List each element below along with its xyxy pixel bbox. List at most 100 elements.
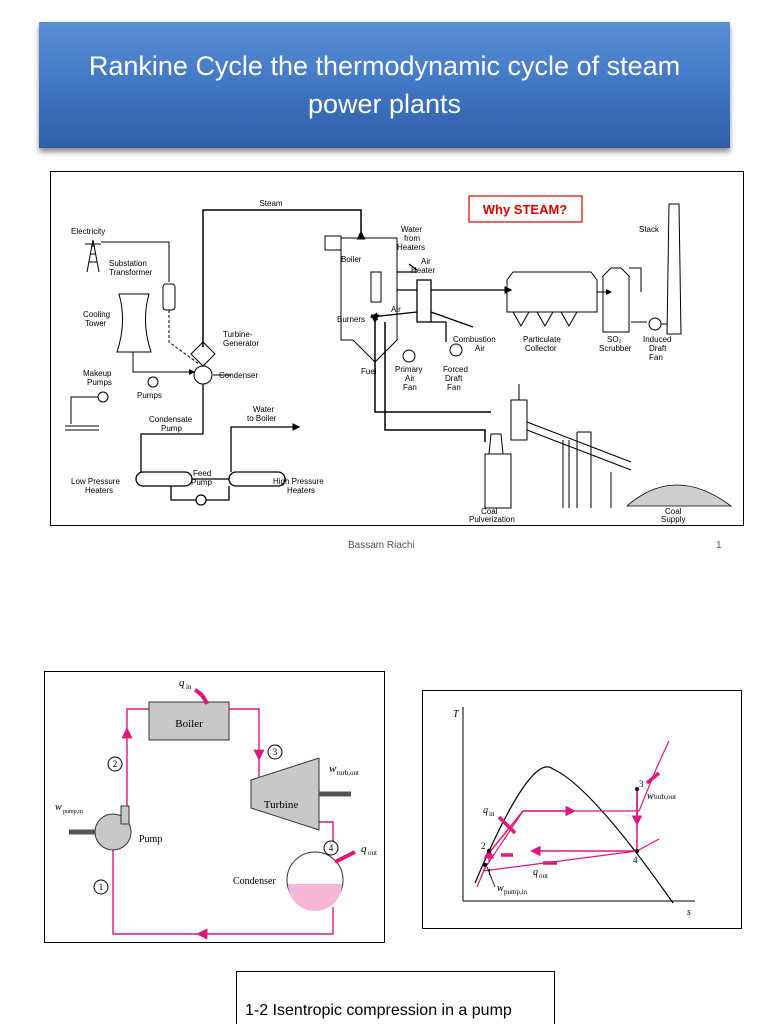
ts-w-pump-sub: pump,in [504,888,528,896]
heat-work-arrows [497,771,661,865]
so2-scrubber-icon [602,267,662,333]
q-out-label: q [361,843,367,855]
condenser-label: Condenser [219,371,258,380]
so2-label-2: Scrubber [599,344,632,353]
forced-draft-label-1: Forced [443,365,468,374]
condensate-pump-label-2: Pump [161,424,182,433]
water-from-heaters-label-3: Heaters [397,243,425,252]
condensate-pump-label-1: Condensate [149,415,193,424]
why-steam-callout: Why STEAM? [468,195,583,223]
turbine-generator-label-2: Generator [223,339,259,348]
rankine-cycle-svg: Boiler q in Turbine w turb,out Pump w pu… [55,677,377,940]
q-in-sub: in [186,683,192,691]
primary-air-fan-label-3: Fan [403,383,417,392]
state-2-label: 2 [113,759,118,769]
cycle-paths [483,791,643,861]
coal-supply-label-1: Coal [665,507,682,516]
combustion-air-label-2: Air [475,344,485,353]
feed-pump-label-2: Pump [191,478,212,487]
high-pressure-label-2: Heaters [287,486,315,495]
particulate-collector-icon [506,271,612,328]
electricity-label: Electricity [71,227,105,236]
steam-label: Steam [259,199,282,208]
high-pressure-label-1: High Pressure [273,477,324,486]
state-1-label: 1 [99,882,104,892]
state-4-label: 4 [329,843,334,853]
q-in-label: q [179,677,185,689]
water-from-heaters-label-2: from [404,234,420,243]
process-item-1-2: 1-2 Isentropic compression in a pump [245,1002,512,1019]
boiler-label: Boiler [341,255,362,264]
primary-air-fan-label-2: Air [405,374,415,383]
t-s-diagram: T s [422,690,742,929]
water-to-boiler-label-1: Water [253,405,274,414]
coal-pulverization-label-2: Pulverization [469,515,515,524]
air-heater-label-1: Air [421,257,431,266]
air-heater-icon [369,263,513,342]
so2-label-1: SO₂ [607,335,622,344]
turbine-generator-icon [132,341,231,385]
q-out-sub: out [368,849,377,857]
substation-label-2: Transformer [109,268,153,277]
process-list-box: 1-2 Isentropic compression in a pump [236,971,555,1024]
cooling-tower-icon [116,293,152,353]
coal-pile-icon [625,484,733,507]
coal-supply-label-2: Supply [661,515,685,524]
air-heater-label-2: Heater [411,266,435,275]
ts-state-labels: 1 2 3 4 [481,779,644,877]
particulate-label-1: Particulate [523,335,561,344]
ts-y-axis-label: T [453,709,460,720]
pump-shape: Pump [69,805,162,851]
title-banner: Rankine Cycle the thermodynamic cycle of… [39,22,730,148]
ts-state-4: 4 [633,855,638,865]
boiler-box: Boiler [148,701,230,741]
ts-x-axis-label: s [687,907,691,918]
induced-draft-label-2: Draft [649,344,667,353]
turbine-label: Turbine [264,799,299,811]
electricity-pylon-icon [85,239,101,273]
why-steam-text: Why STEAM? [483,202,568,217]
ts-axes [462,707,695,902]
cooling-tower-label-1: Cooling [83,310,110,319]
ts-w-pump-label: w [497,883,504,894]
feed-pump-label-1: Feed [193,469,211,478]
w-pump-label: w [55,802,62,813]
primary-air-fan-icon [402,343,463,363]
power-plant-diagram: Why STEAM? Steam Electricity Substation … [50,171,744,526]
pumps-label: Pumps [137,391,162,400]
coal-pulverizer-icon [484,384,632,509]
t-s-svg: T s [453,707,695,918]
primary-air-fan-label-1: Primary [395,365,423,374]
condenser-shape: Condenser [233,850,356,911]
footer-author: Bassam Riachi [348,540,415,551]
water-from-heaters-label-1: Water [401,225,422,234]
pump-label: Pump [139,834,162,845]
w-pump-sub: pump,in [63,809,83,815]
footer-page-number: 1 [716,540,722,551]
induced-draft-label-3: Fan [649,353,663,362]
state-3-label: 3 [273,747,278,757]
stack-icon [661,203,682,335]
makeup-pumps-label-1: Makeup [83,369,112,378]
fuel-line [370,314,491,442]
stack-label: Stack [639,225,660,234]
low-pressure-label-1: Low Pressure [71,477,120,486]
water-to-boiler-label-2: to Boiler [247,414,277,423]
q-in-arrow: q in [179,677,209,705]
cooling-tower-label-2: Tower [85,319,107,328]
forced-draft-label-3: Fan [447,383,461,392]
w-turb-sub: turb,out [337,769,359,777]
fuel-label: Fuel [361,367,377,376]
induced-draft-label-1: Induced [643,335,671,344]
combustion-air-label-1: Combustion [453,335,496,344]
particulate-label-2: Collector [525,344,557,353]
boiler-label: Boiler [175,718,203,730]
transformer-icon [162,283,200,365]
low-pressure-label-2: Heaters [85,486,113,495]
rankine-cycle-diagram: Boiler q in Turbine w turb,out Pump w pu… [44,671,385,943]
ts-w-turb-label: w [647,791,654,802]
turbine-shape: Turbine [250,757,351,831]
ts-state-2: 2 [481,841,486,851]
slide-title: Rankine Cycle the thermodynamic cycle of… [88,51,681,119]
state-markers: 1 2 3 4 [93,744,339,895]
